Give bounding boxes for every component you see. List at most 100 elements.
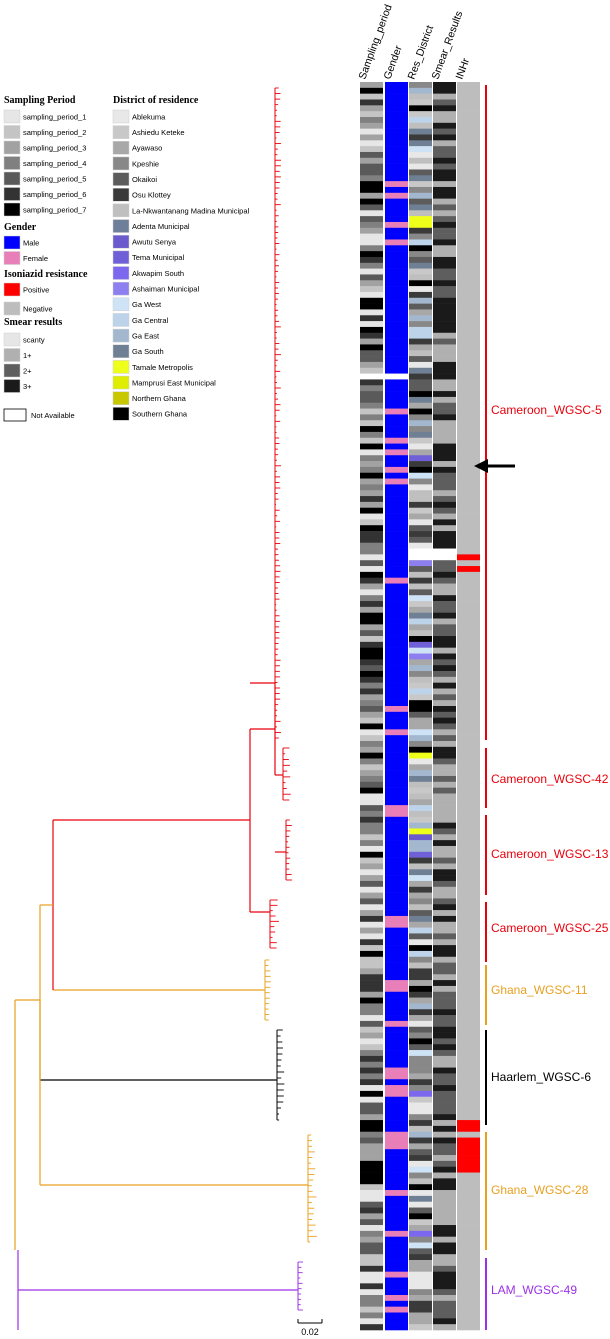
heatmap-cell (360, 910, 383, 917)
heatmap-cell (433, 245, 456, 252)
heatmap-cell (457, 414, 480, 421)
heatmap-cell (360, 729, 383, 736)
heatmap-cell (433, 379, 456, 386)
heatmap-cell (385, 408, 408, 415)
heatmap-cell (457, 1190, 480, 1197)
heatmap-cell (409, 1213, 432, 1220)
heatmap-cell (409, 525, 432, 532)
heatmap-cell (433, 198, 456, 205)
legend-label: Positive (23, 285, 49, 294)
heatmap-cell (457, 396, 480, 404)
heatmap-cell (457, 338, 480, 345)
heatmap-cell (457, 233, 480, 240)
heatmap-cell (385, 116, 408, 124)
heatmap-cell (457, 1044, 480, 1051)
heatmap-cell (433, 192, 456, 199)
heatmap-cell (433, 1254, 456, 1261)
heatmap-cell (360, 939, 383, 946)
heatmap-cell (409, 1306, 432, 1313)
heatmap-cell (385, 496, 408, 503)
heatmap-cell (360, 344, 383, 351)
heatmap-cell (385, 577, 408, 584)
heatmap-cell (360, 1277, 383, 1284)
heatmap-cell (360, 554, 383, 561)
heatmap-cell (433, 484, 456, 491)
heatmap-cell (433, 513, 456, 520)
heatmap-cell (457, 985, 480, 993)
heatmap-cell (385, 1230, 408, 1237)
heatmap-cell (457, 332, 480, 339)
heatmap-cell (457, 974, 480, 981)
heatmap-cell (409, 945, 432, 952)
heatmap-cell (385, 781, 408, 788)
heatmap-cell (360, 1242, 383, 1249)
heatmap-cell (457, 711, 480, 718)
heatmap-cell (385, 1079, 408, 1086)
heatmap-cell (433, 1137, 456, 1144)
heatmap-cell (385, 1248, 408, 1255)
heatmap-cell (385, 1015, 408, 1022)
heatmap-cell (433, 1166, 456, 1173)
clade-label: Cameroon_WGSC-42 (491, 772, 609, 786)
legend-label: sampling_period_4 (23, 159, 86, 168)
heatmap-cell (409, 437, 432, 444)
legend-swatch (3, 363, 21, 378)
heatmap-cell (385, 175, 408, 182)
heatmap-cell (433, 356, 456, 363)
legend-label: 1+ (23, 351, 32, 360)
heatmap-cell (385, 682, 408, 689)
heatmap-cell (409, 356, 432, 363)
heatmap-cell (385, 186, 408, 194)
heatmap-cell (360, 426, 383, 433)
heatmap-cell (409, 904, 432, 911)
heatmap-cell (360, 612, 383, 619)
heatmap-cell (457, 501, 480, 509)
heatmap-cell (433, 962, 456, 969)
heatmap-cell (385, 297, 408, 304)
heatmap-cell (433, 775, 456, 783)
heatmap-cell (433, 898, 456, 905)
heatmap-cell (385, 991, 408, 998)
heatmap-cell (409, 606, 432, 613)
heatmap-cell (409, 274, 432, 281)
metadata-heatmap (360, 82, 480, 1331)
heatmap-cell (457, 1219, 480, 1226)
heatmap-cell (360, 822, 383, 829)
heatmap-cell (433, 455, 456, 462)
heatmap-cell (409, 256, 432, 264)
heatmap-cell (385, 1190, 408, 1197)
heatmap-cell (409, 204, 432, 211)
heatmap-cell (385, 204, 408, 211)
heatmap-cell (360, 1032, 383, 1039)
heatmap-cell (360, 880, 383, 888)
heatmap-cell (385, 671, 408, 678)
heatmap-cell (385, 461, 408, 468)
heatmap-cell (409, 647, 432, 654)
heatmap-cell (409, 490, 432, 497)
heatmap-cell (457, 280, 480, 287)
heatmap-cell (385, 151, 408, 159)
heatmap-cell (385, 344, 408, 351)
heatmap-cell (360, 484, 383, 491)
heatmap-cell (385, 105, 408, 112)
heatmap-cell (360, 1201, 383, 1208)
heatmap-cell (457, 484, 480, 491)
heatmap-cell (457, 851, 480, 858)
heatmap-cell (433, 612, 456, 619)
heatmap-cell (433, 618, 456, 625)
heatmap-cell (433, 601, 456, 608)
heatmap-cell (385, 1114, 408, 1121)
heatmap-cell (433, 840, 456, 847)
heatmap-cell (409, 1300, 432, 1307)
heatmap-cell (385, 1108, 408, 1115)
heatmap-cell (409, 507, 432, 514)
heatmap-cell (385, 729, 408, 736)
heatmap-cell (409, 262, 432, 269)
heatmap-cell (433, 1131, 456, 1138)
heatmap-cell (409, 1026, 432, 1033)
heatmap-cell (385, 618, 408, 625)
heatmap-cell (385, 566, 408, 573)
legend-label: Northern Ghana (132, 394, 187, 403)
heatmap-cell (457, 286, 480, 293)
heatmap-cell (360, 1318, 383, 1325)
